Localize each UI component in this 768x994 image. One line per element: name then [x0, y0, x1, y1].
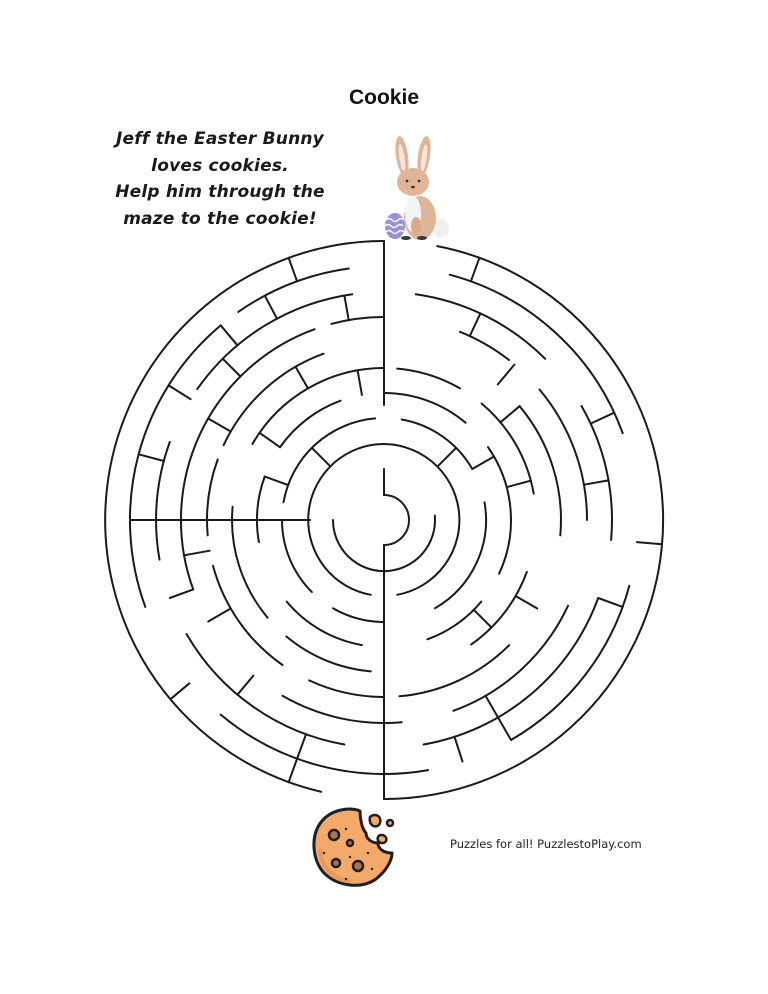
- maze-wall-arc: [448, 273, 624, 435]
- instruction-line: Help him through the: [115, 182, 325, 202]
- maze-wall-radial: [453, 735, 464, 763]
- maze-wall-arc: [459, 330, 510, 361]
- maze-wall-arc: [104, 240, 385, 793]
- maze-wall-radial: [343, 294, 350, 322]
- maze-wall-arc: [434, 501, 488, 610]
- maze-wall-radial: [499, 405, 521, 424]
- maze-wall-arc: [518, 405, 562, 537]
- maze-wall-arc: [256, 475, 266, 544]
- maze-wall-arc: [422, 597, 600, 746]
- maze-wall-arc: [307, 443, 379, 596]
- maze-wall-arc: [279, 399, 342, 449]
- maze-wall-arc: [128, 324, 222, 608]
- maze-wall-arc: [470, 571, 528, 646]
- maze-wall-arc: [251, 367, 385, 445]
- maze-wall-arc: [179, 328, 316, 591]
- maze-wall-radial: [597, 597, 624, 608]
- maze-wall-arc: [452, 604, 569, 712]
- maze-wall-radial: [589, 411, 616, 425]
- maze-wall-radial: [469, 256, 481, 283]
- maze-wall-radial: [236, 674, 255, 696]
- maze-wall-radial: [183, 549, 211, 557]
- maze-wall-arc: [219, 713, 430, 775]
- page-title: Cookie: [348, 86, 419, 109]
- maze-wall-arc: [383, 392, 467, 424]
- maze-wall-arc: [487, 446, 512, 575]
- instructions-text: Jeff the Easter Bunny loves cookies. Hel…: [100, 126, 340, 232]
- maze-wall-arc: [185, 633, 346, 746]
- maze-wall-radial: [471, 455, 495, 470]
- maze-wall-arc: [580, 405, 613, 541]
- maze-wall-arc: [383, 245, 665, 800]
- maze-wall-arc: [332, 607, 385, 623]
- maze-wall-radial: [258, 431, 281, 449]
- maze-wall-arc: [281, 694, 403, 724]
- maze-wall-arc: [222, 352, 325, 447]
- maze-wall-arc: [414, 293, 547, 360]
- maze-wall-arc: [383, 494, 410, 546]
- maze-wall-radial: [582, 479, 610, 486]
- maze-wall-radial: [310, 446, 332, 468]
- maze-wall-arc: [396, 367, 461, 390]
- maze-wall-radial: [294, 365, 309, 390]
- maze-wall-arc: [330, 316, 385, 325]
- maze-wall-radial: [514, 595, 539, 610]
- maze-wall-arc: [206, 458, 219, 537]
- maze-wall-radial: [636, 541, 663, 546]
- bunny-icon: [384, 136, 449, 240]
- maze-wall-arc: [538, 388, 588, 521]
- maze-wall-radial: [287, 733, 307, 784]
- maze-wall-arc: [196, 293, 354, 391]
- maze-wall-radial: [207, 607, 232, 623]
- instruction-line: maze to the cookie!: [123, 208, 317, 229]
- maze-wall-arc: [282, 417, 377, 504]
- maze-wall-arc: [308, 679, 385, 698]
- maze-wall-radial: [287, 256, 299, 283]
- maze-wall-radial: [468, 312, 482, 337]
- maze-wall-radial: [505, 479, 532, 489]
- maze-wall-arc: [398, 644, 511, 698]
- maze-wall-radial: [496, 363, 516, 386]
- maze-wall-arc: [285, 600, 363, 647]
- maze-wall-radial: [169, 682, 191, 701]
- maze-wall-arc: [237, 267, 350, 313]
- maze-wall-radial: [168, 588, 195, 599]
- maze-wall-radial: [263, 294, 278, 320]
- maze-wall-arc: [426, 600, 483, 641]
- maze-wall-radial: [472, 608, 493, 629]
- maze-wall-radial: [356, 369, 363, 396]
- maze-wall-radial: [263, 475, 290, 487]
- maze-wall-radial: [137, 453, 165, 462]
- maze-wall-arc: [285, 635, 372, 673]
- maze-wall-arc: [212, 564, 284, 666]
- maze-wall-radial: [221, 357, 242, 378]
- cookie-icon: [312, 807, 395, 887]
- maze-wall-radial: [219, 324, 239, 347]
- maze-wall-arc: [376, 443, 461, 596]
- maze-wall-radial: [207, 417, 232, 433]
- instruction-line: loves cookies.: [151, 155, 289, 176]
- maze-wall-arc: [231, 505, 269, 619]
- maze-wall-arc: [480, 402, 535, 495]
- maze-wall-arc: [155, 441, 171, 561]
- footer-credit: Puzzles for all! PuzzlestoPlay.com: [450, 837, 642, 851]
- instruction-line: Jeff the Easter Bunny: [116, 129, 324, 149]
- maze-wall-arc: [400, 418, 474, 470]
- maze-wall-radial: [436, 446, 458, 468]
- maze-wall-arc: [510, 584, 631, 741]
- maze-wall-radial: [484, 694, 512, 741]
- maze-wall-radial: [167, 384, 192, 401]
- maze-wall-arc: [281, 519, 313, 594]
- maze-wall-arc: [331, 514, 436, 573]
